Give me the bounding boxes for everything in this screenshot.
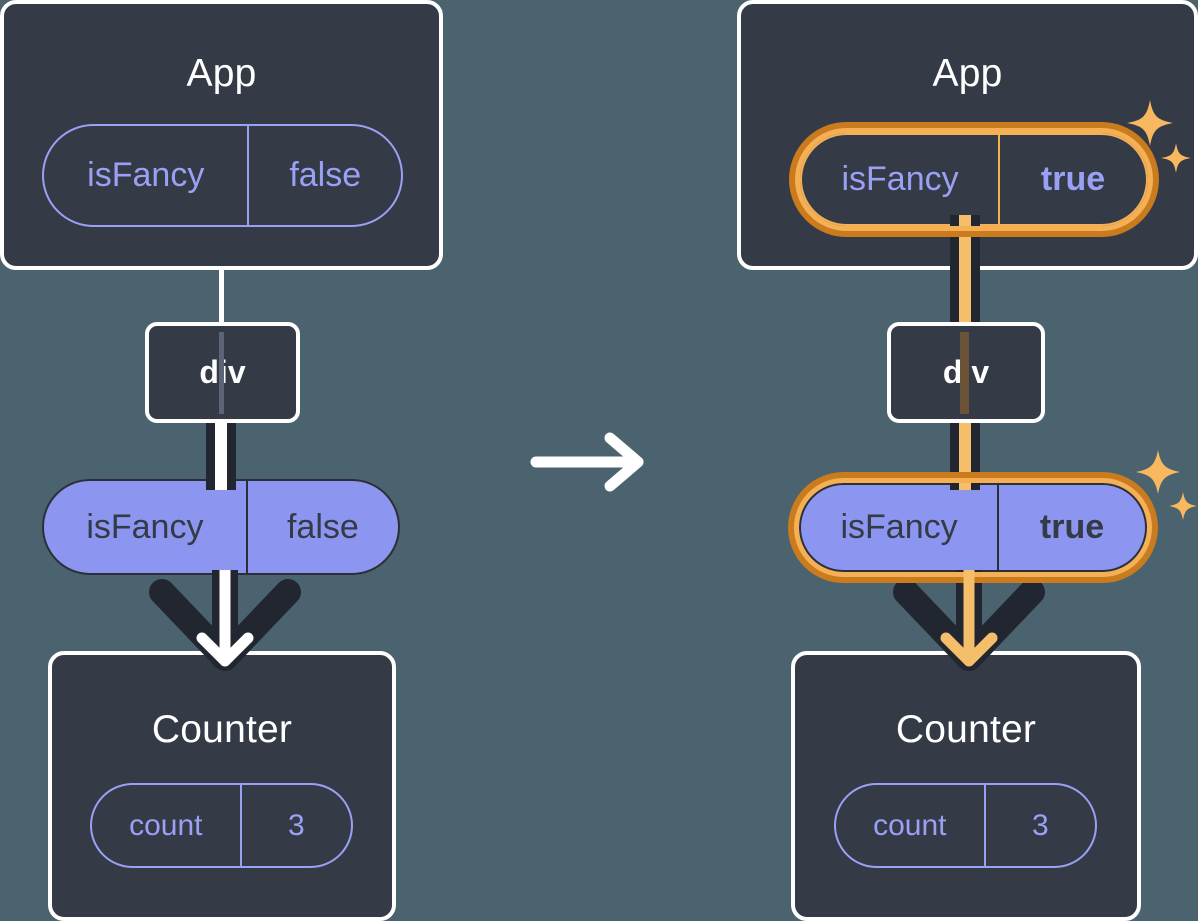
counter-state-value-after: 3 (983, 785, 1095, 866)
prop-flow-arrow-highlight-before (140, 570, 310, 680)
counter-state-value-before: 3 (239, 785, 351, 866)
connector-app-to-div-before (219, 268, 224, 328)
app-state-key-before: isFancy (87, 156, 205, 194)
counter-state-key-before: count (129, 808, 203, 842)
connector-through-div-after (960, 332, 969, 414)
transition-arrow-icon (530, 432, 650, 492)
counter-state-pill-before: count 3 (90, 783, 353, 868)
app-state-key-after: isFancy (841, 160, 959, 198)
app-state-value-before: false (247, 126, 401, 225)
counter-state-key-after: count (873, 808, 947, 842)
sparkle-icon-app-after (1124, 98, 1194, 188)
sparkle-icon-prop-after (1134, 448, 1198, 534)
prop-pill-after: isFancy true (799, 483, 1147, 572)
connector-div-to-prop-dark-left-before (206, 418, 215, 490)
app-title-before: App (186, 52, 257, 95)
app-state-pill-after: isFancy true (800, 133, 1148, 226)
connector-div-to-prop-white-before (215, 418, 227, 490)
prop-value-before: false (245, 481, 398, 573)
counter-state-pill-after: count 3 (834, 783, 1097, 868)
counter-component-box-before: Counter (48, 651, 396, 921)
connector-div-to-prop-orange-after (959, 418, 971, 490)
prop-key-after: isFancy (840, 508, 958, 546)
connector-through-div-before (219, 332, 224, 414)
prop-value-after: true (997, 485, 1145, 570)
app-state-value-after: true (998, 135, 1146, 224)
counter-title-before: Counter (151, 708, 293, 751)
counter-title-after: Counter (895, 708, 1037, 751)
prop-key-before: isFancy (86, 507, 204, 546)
app-title-after: App (932, 52, 1003, 95)
connector-app-to-div-orange-after (959, 215, 971, 330)
connector-div-to-prop-dark-right-before (227, 418, 236, 490)
prop-flow-arrow-highlight-after (884, 570, 1054, 680)
prop-pill-before: isFancy false (42, 479, 400, 575)
app-state-pill-before: isFancy false (42, 124, 403, 227)
